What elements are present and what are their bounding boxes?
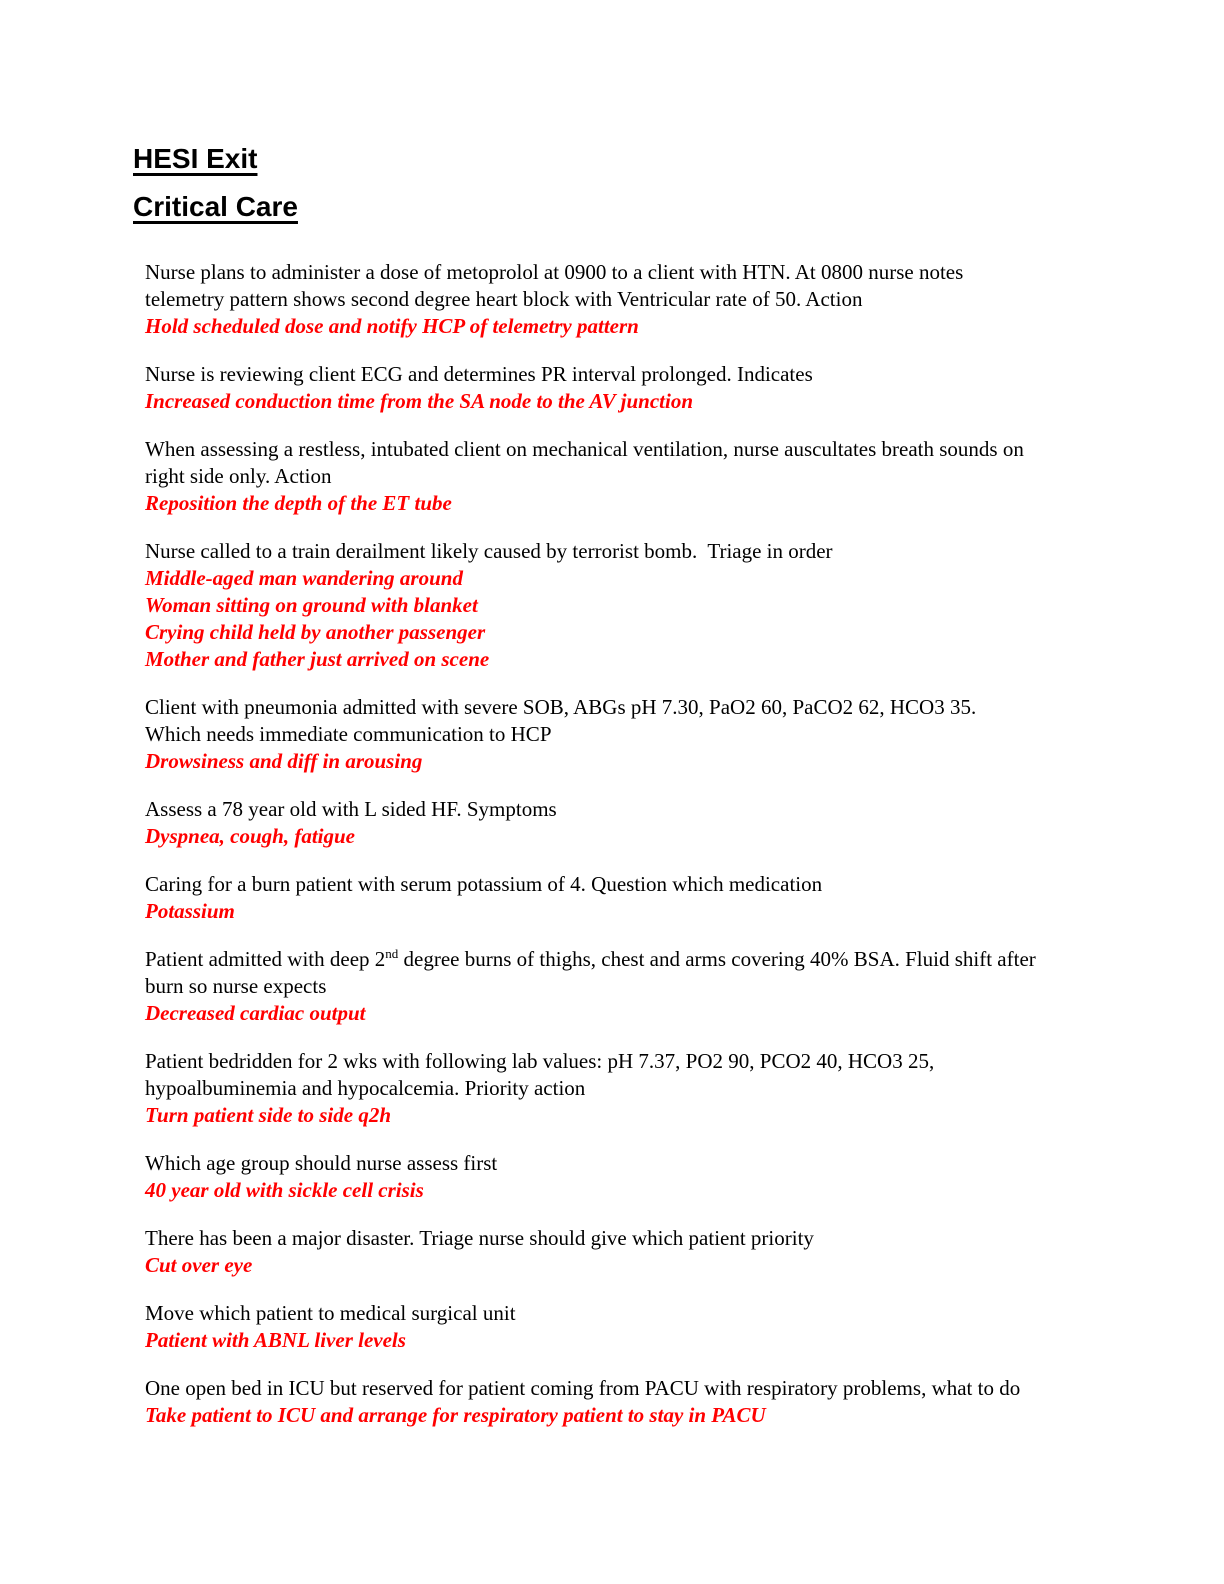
answer-line: Potassium [145, 899, 235, 923]
question-line: right side only. Action [145, 464, 332, 488]
answer-line: Middle-aged man wandering around [145, 566, 463, 590]
question-line: Move which patient to medical surgical u… [145, 1301, 516, 1325]
qa-block: Move which patient to medical surgical u… [145, 1300, 1140, 1354]
qa-block: Which age group should nurse assess firs… [145, 1150, 1140, 1204]
question-line: telemetry pattern shows second degree he… [145, 287, 863, 311]
qa-block: One open bed in ICU but reserved for pat… [145, 1375, 1140, 1429]
answer-line: Decreased cardiac output [145, 1001, 366, 1025]
qa-block: When assessing a restless, intubated cli… [145, 436, 1140, 517]
answer-line: Cut over eye [145, 1253, 253, 1277]
answer-line: Turn patient side to side q2h [145, 1103, 392, 1127]
answer-line: Drowsiness and diff in arousing [145, 749, 423, 773]
question-line: Which age group should nurse assess firs… [145, 1151, 498, 1175]
question-line: Patient bedridden for 2 wks with followi… [145, 1049, 935, 1073]
question-line: hypoalbuminemia and hypocalcemia. Priori… [145, 1076, 586, 1100]
doc-subtitle: Critical Care [133, 191, 298, 222]
question-line: Which needs immediate communication to H… [145, 722, 552, 746]
question-line: There has been a major disaster. Triage … [145, 1226, 814, 1250]
document-header: HESI Exit Critical Care [133, 135, 298, 231]
answer-line: Hold scheduled dose and notify HCP of te… [145, 314, 639, 338]
question-line: One open bed in ICU but reserved for pat… [145, 1376, 1021, 1400]
answer-line: Take patient to ICU and arrange for resp… [145, 1403, 766, 1427]
answer-line: Patient with ABNL liver levels [145, 1328, 406, 1352]
question-line: Nurse called to a train derailment likel… [145, 539, 833, 563]
answer-line: Dyspnea, cough, fatigue [145, 824, 355, 848]
superscript: nd [385, 946, 399, 961]
question-line: Assess a 78 year old with L sided HF. Sy… [145, 797, 557, 821]
qa-block: Caring for a burn patient with serum pot… [145, 871, 1140, 925]
qa-block: Nurse is reviewing client ECG and determ… [145, 361, 1140, 415]
answer-line: Mother and father just arrived on scene [145, 647, 490, 671]
question-line: burn so nurse expects [145, 974, 327, 998]
question-line: Patient admitted with deep 2nd degree bu… [145, 946, 1036, 971]
answer-line: Crying child held by another passenger [145, 620, 486, 644]
qa-block: Assess a 78 year old with L sided HF. Sy… [145, 796, 1140, 850]
question-line: Nurse is reviewing client ECG and determ… [145, 362, 813, 386]
qa-block: Patient bedridden for 2 wks with followi… [145, 1048, 1140, 1129]
doc-title: HESI Exit [133, 143, 258, 174]
qa-block: Patient admitted with deep 2nd degree bu… [145, 946, 1140, 1027]
question-line: Client with pneumonia admitted with seve… [145, 695, 977, 719]
answer-line: Woman sitting on ground with blanket [145, 593, 478, 617]
qa-block: Nurse plans to administer a dose of meto… [145, 259, 1140, 340]
qa-block: There has been a major disaster. Triage … [145, 1225, 1140, 1279]
question-line: Caring for a burn patient with serum pot… [145, 872, 823, 896]
qa-block: Nurse called to a train derailment likel… [145, 538, 1140, 673]
question-line: When assessing a restless, intubated cli… [145, 437, 1024, 461]
qa-list: Nurse plans to administer a dose of meto… [145, 259, 1140, 1450]
qa-block: Client with pneumonia admitted with seve… [145, 694, 1140, 775]
question-line: Nurse plans to administer a dose of meto… [145, 260, 964, 284]
answer-line: 40 year old with sickle cell crisis [145, 1178, 424, 1202]
answer-line: Reposition the depth of the ET tube [145, 491, 452, 515]
answer-line: Increased conduction time from the SA no… [145, 389, 694, 413]
